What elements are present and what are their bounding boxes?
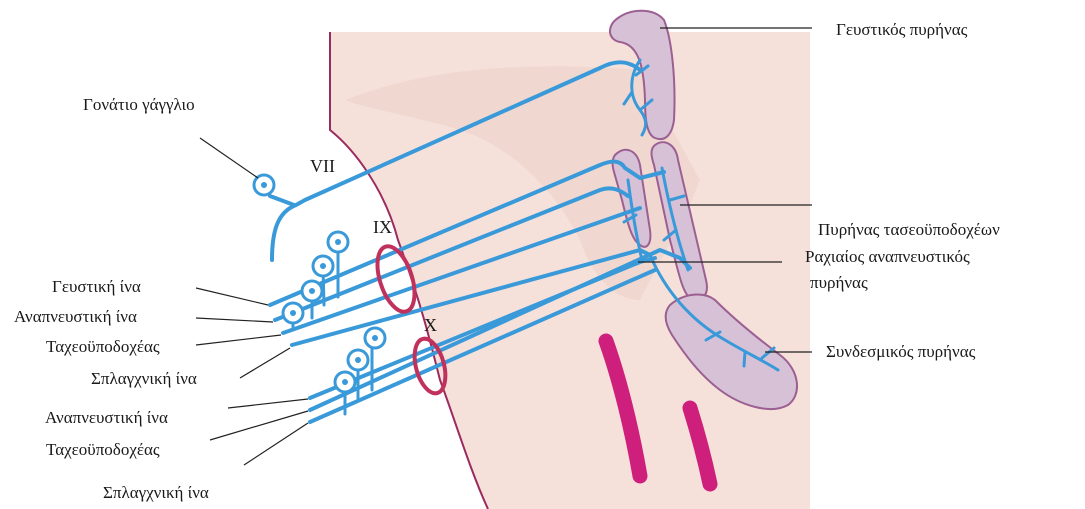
leader-ix-baroreceptor: [196, 335, 281, 345]
label-ix-taste-fiber: Γευστική ίνα: [52, 277, 141, 296]
leader-ix-respiratory: [196, 318, 273, 322]
label-ix-visceral-fiber: Σπλαγχνική ίνα: [91, 369, 197, 388]
ix-ganglion-1-dot: [290, 310, 296, 316]
leader-geniculate: [200, 138, 258, 178]
leader-ix-visceral: [240, 348, 290, 378]
label-dorsal-respiratory-nucleus-2: πυρήνας: [810, 273, 868, 292]
label-nerve-x: X: [424, 315, 437, 335]
label-nerve-vii: VII: [310, 156, 335, 176]
ix-ganglion-4-dot: [335, 239, 341, 245]
label-geniculate-ganglion: Γονάτιο γάγγλιο: [83, 95, 195, 114]
leader-x-respiratory: [228, 399, 308, 408]
geniculate-ganglion-dot: [261, 182, 267, 188]
label-baroreceptor-nucleus: Πυρήνας τασεοϋποδοχέων: [818, 220, 1000, 239]
label-x-respiratory-fiber: Αναπνευστική ίνα: [45, 408, 168, 427]
label-ix-respiratory-fiber: Αναπνευστική ίνα: [14, 307, 137, 326]
ix-ganglion-2-dot: [309, 288, 315, 294]
leader-x-visceral: [244, 423, 308, 465]
label-x-visceral-fiber: Σπλαγχνική ίνα: [103, 483, 209, 502]
x-ganglion-2-dot: [355, 357, 361, 363]
label-nerve-ix: IX: [373, 217, 392, 237]
leader-x-baroreceptor: [210, 411, 308, 440]
label-ix-baroreceptor: Ταχεοϋποδοχέας: [46, 337, 160, 356]
x-ganglion-3-dot: [372, 335, 378, 341]
ix-ganglion-3-dot: [320, 263, 326, 269]
label-dorsal-respiratory-nucleus-1: Ραχιαίος αναπνευστικός: [805, 247, 970, 266]
label-x-baroreceptor: Ταχεοϋποδοχέας: [46, 440, 160, 459]
label-gustatory-nucleus: Γευστικός πυρήνας: [836, 20, 968, 39]
x-ganglion-1-dot: [342, 379, 348, 385]
label-commissural-nucleus: Συνδεσμικός πυρήνας: [826, 342, 976, 361]
leader-ix-taste: [196, 288, 268, 305]
vii-ganglion-stalk: [270, 196, 294, 205]
